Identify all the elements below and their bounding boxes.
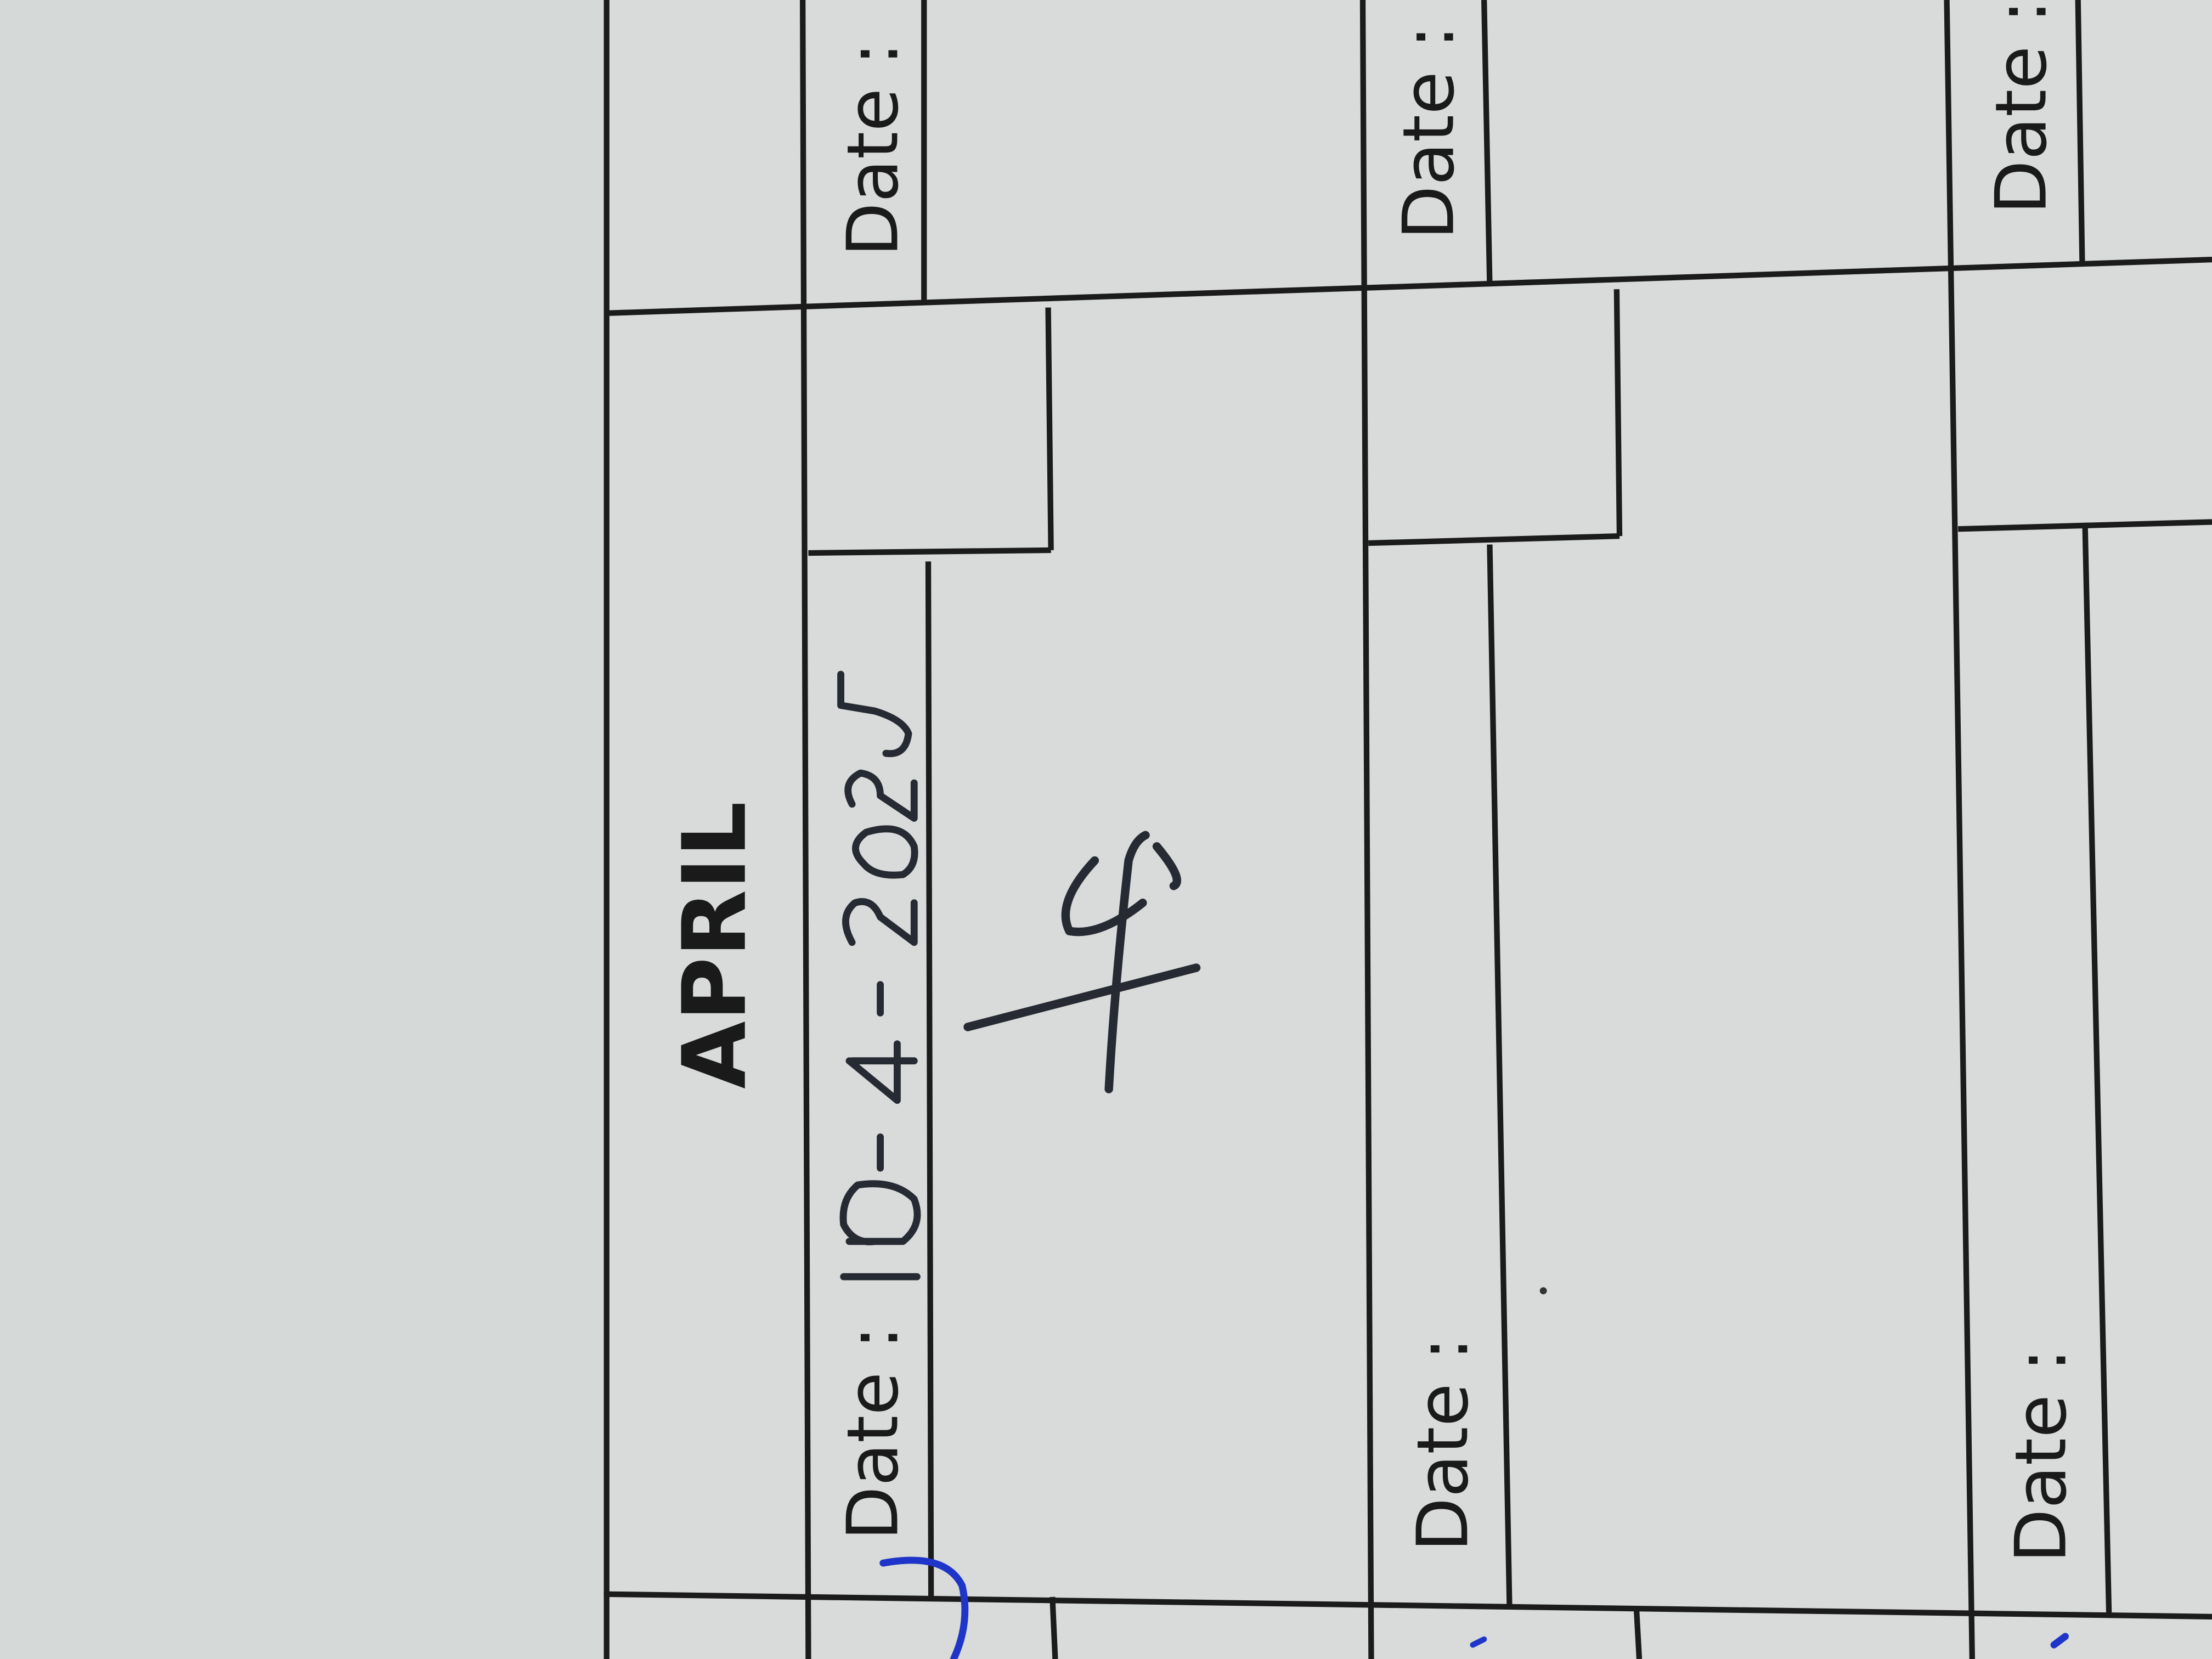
date-label: Date : [1402,1337,1484,1551]
date-label: Date : [2001,1348,2083,1563]
handwritten-digits [844,769,918,822]
grid-line [1045,307,1054,550]
grid-line [1481,0,1493,285]
paper-speck [1539,1287,1547,1295]
grid-line [808,547,1051,556]
grid-line [1368,533,1620,546]
handwritten-digits [839,1180,921,1280]
grid-line [1049,1596,1058,1659]
paper-margin [0,0,607,1659]
grid-line [2082,524,2112,1617]
grid-line [1487,544,1513,1606]
handwritten-date [837,670,921,1280]
grid-line [925,561,934,1597]
handwritten-mark [963,831,1201,1093]
month-title: APRIL [664,802,766,1089]
grid-line [603,1591,2212,1620]
grid-line [1958,519,2212,532]
grid-line [1944,0,1975,1659]
handwritten-digits [842,898,918,946]
grid-line [606,257,2212,316]
grid-line [1359,0,1374,1659]
date-label: Date : [1981,0,2063,215]
date-label: Date : [1389,25,1470,240]
grid-line [800,0,811,1659]
blue-pen-mark [879,1556,969,1659]
grid-line [2075,0,2085,263]
blue-pen-mark [2050,1633,2069,1649]
handwritten-digits [845,1040,918,1104]
handwritten-digits [837,670,912,758]
date-label: Date : [832,42,914,257]
grid-line [1633,1608,1643,1659]
form-grid [603,0,2212,1659]
date-label: Date : [832,1326,914,1541]
blue-pen-mark [1470,1636,1487,1648]
grid-line [1613,289,1623,537]
handwritten-digits [852,825,918,879]
